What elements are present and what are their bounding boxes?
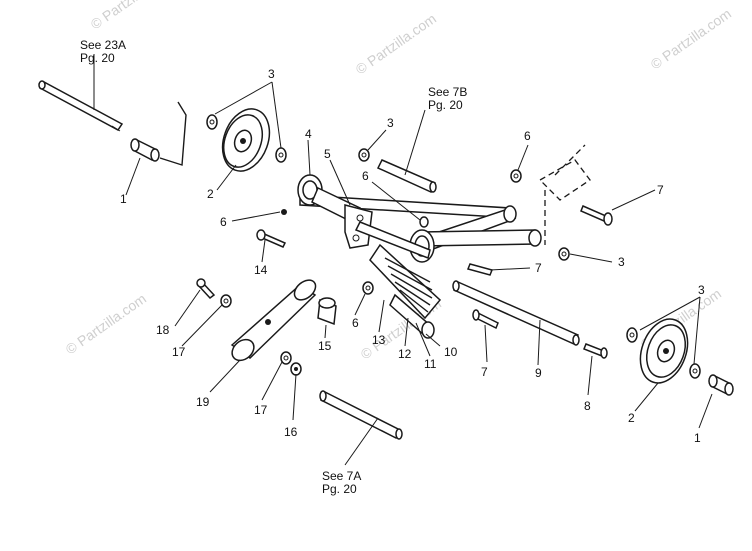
watermark-text: © Partzilla.com [88, 0, 174, 32]
lower-long-shaft [452, 280, 580, 346]
callout-6: 6 [352, 316, 359, 330]
callout-4: 4 [305, 127, 312, 141]
callout-numbers: 1 2 3 4 5 6 14 3 6 6 7 3 7 3 6 15 13 12 … [120, 67, 705, 445]
callout-3: 3 [387, 116, 394, 130]
lower-left-shaft [319, 390, 403, 440]
watermark-text: © Partzilla.com [63, 290, 149, 357]
upper-left-shaft [38, 80, 124, 132]
callout-6: 6 [524, 129, 531, 143]
ref-7b-line1: See 7B [428, 85, 467, 99]
ref-7b-line2: Pg. 20 [428, 98, 463, 112]
callout-7: 7 [535, 261, 542, 275]
idler-wheel-left [159, 101, 287, 172]
shock-spring [369, 243, 442, 339]
callout-1: 1 [694, 431, 701, 445]
callout-1: 1 [120, 192, 127, 206]
ref-7a-line2: Pg. 20 [322, 482, 357, 496]
callout-8: 8 [584, 399, 591, 413]
torque-arm-link [196, 278, 337, 376]
callout-17: 17 [172, 345, 186, 359]
callout-16: 16 [284, 425, 298, 439]
callout-3: 3 [268, 67, 275, 81]
callout-7: 7 [481, 365, 488, 379]
ref-23a-line2: Pg. 20 [80, 51, 115, 65]
callout-18: 18 [156, 323, 170, 337]
callout-13: 13 [372, 333, 386, 347]
upper-right-shaft [376, 159, 437, 193]
callout-12: 12 [398, 347, 412, 361]
callout-17: 17 [254, 403, 268, 417]
callout-2: 2 [207, 187, 214, 201]
leader-lines [93, 54, 713, 466]
fasteners [256, 148, 613, 359]
ref-7a-line1: See 7A [322, 469, 361, 483]
callout-2: 2 [628, 411, 635, 425]
callout-10: 10 [444, 345, 458, 359]
callout-15: 15 [318, 339, 332, 353]
callout-9: 9 [535, 366, 542, 380]
callout-3: 3 [698, 283, 705, 297]
reference-notes: See 23A Pg. 20 See 7B Pg. 20 See 7A Pg. … [80, 38, 467, 496]
callout-3: 3 [618, 255, 625, 269]
callout-19: 19 [196, 395, 210, 409]
watermark-text: © Partzilla.com [353, 10, 439, 77]
watermark-text: © Partzilla.com [648, 5, 734, 72]
callout-7: 7 [657, 183, 664, 197]
callout-6: 6 [362, 169, 369, 183]
ref-23a-line1: See 23A [80, 38, 126, 52]
callout-6: 6 [220, 215, 227, 229]
spacer-tube-left [130, 138, 160, 162]
rear-arm-assembly [297, 144, 591, 263]
callout-11: 11 [424, 357, 437, 371]
idler-wheel-right [626, 318, 734, 396]
callout-14: 14 [254, 263, 268, 277]
callout-5: 5 [324, 147, 331, 161]
